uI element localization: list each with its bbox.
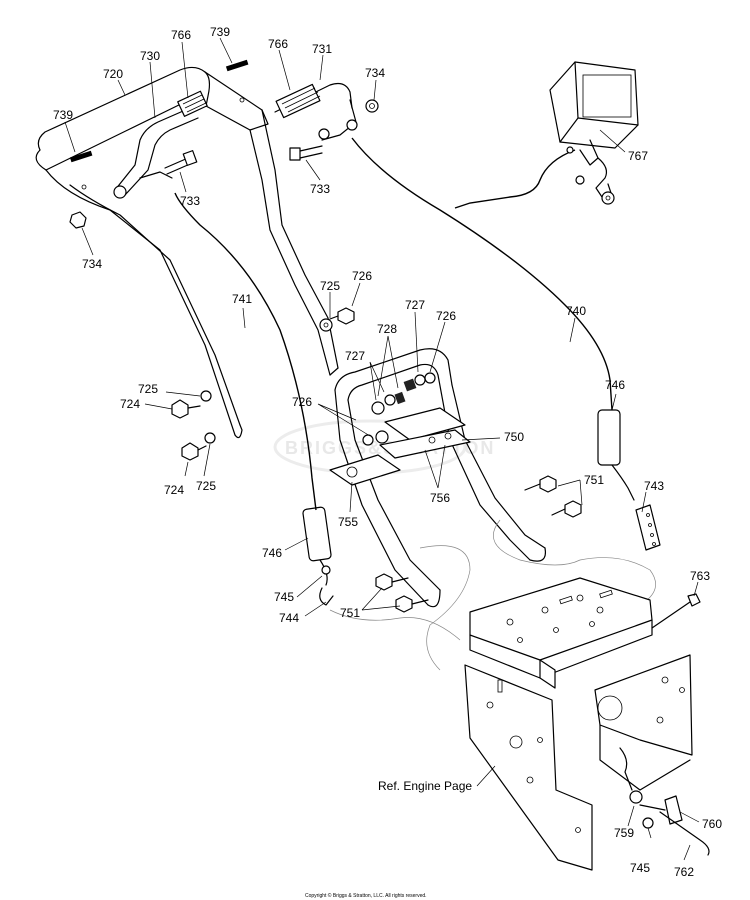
bolts-751 [375,475,582,613]
callout-726: 726 [436,309,456,323]
callout-745: 745 [630,861,650,875]
bolt-733-right [289,145,323,161]
callout-724: 724 [120,397,140,411]
cable-route-3 [329,609,461,641]
callout-725: 725 [138,382,158,396]
bail-lever-730 [113,90,208,199]
reference-note: Ref. Engine Page [378,779,472,793]
callout-756: 756 [430,491,450,505]
cable-route [419,545,471,671]
callout-751: 751 [584,473,604,487]
callout-725: 725 [320,279,340,293]
cable-route-2 [492,519,656,606]
callout-746: 746 [262,546,282,560]
callout-740: 740 [566,304,586,318]
callout-728: 728 [377,322,397,336]
bolt-733-left [164,150,198,175]
callout-763: 763 [690,569,710,583]
nut-734 [69,211,87,229]
lower-linkage [619,747,710,856]
callout-762: 762 [674,865,694,879]
spacer-group [362,372,436,446]
callout-766: 766 [171,28,191,42]
spring-746-right [597,409,635,501]
callout-743: 743 [644,479,664,493]
callout-739: 739 [210,25,230,39]
callout-726: 726 [352,269,372,283]
callout-767: 767 [628,149,648,163]
callout-739: 739 [53,108,73,122]
callout-labels: 720 730 766 739 766 731 734 739 767 733 … [53,25,722,879]
callout-745: 745 [274,590,294,604]
callout-751: 751 [340,606,360,620]
bolts-725-724-left [171,390,216,461]
callout-744: 744 [279,611,299,625]
callout-746: 746 [605,378,625,392]
bracket-743 [635,504,661,551]
copyright-notice: Copyright © Briggs & Stratton, LLC. All … [305,892,427,899]
cable-740 [351,137,613,411]
callout-766: 766 [268,37,288,51]
spring-746-left [302,506,334,606]
bail-lever-731 [274,82,379,141]
lower-handle-750 [329,348,547,608]
chassis-plate [464,577,701,871]
callout-734: 734 [82,257,102,271]
callout-760: 760 [702,817,722,831]
callout-725: 725 [196,479,216,493]
bolt-725-726-upper [319,307,355,332]
callout-759: 759 [614,826,634,840]
callout-720: 720 [103,67,123,81]
callout-755: 755 [338,515,358,529]
callout-733: 733 [310,182,330,196]
upper-handle-720 [35,59,339,439]
callout-726: 726 [292,395,312,409]
callout-741: 741 [232,292,252,306]
callout-731: 731 [312,42,332,56]
callout-734: 734 [365,66,385,80]
callout-727: 727 [345,349,365,363]
callout-724: 724 [164,483,184,497]
callout-727: 727 [405,298,425,312]
work-light-767 [454,61,639,209]
leader-lines [64,37,700,861]
cable-741 [174,192,317,511]
callout-730: 730 [140,49,160,63]
callout-733: 733 [180,194,200,208]
callout-750: 750 [504,430,524,444]
